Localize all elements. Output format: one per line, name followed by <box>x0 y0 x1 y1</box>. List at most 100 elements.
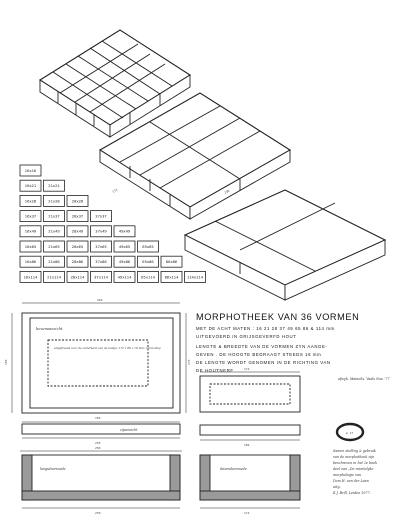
size-cell-label: 28x28 <box>72 198 84 203</box>
description-line-5: DE LENGTE WORDT GENOMEN IN DE RICHTING V… <box>196 360 331 365</box>
footer-line-7: uitg. <box>333 485 341 489</box>
iso-dim-depth: 172 <box>112 188 119 194</box>
size-cell-frame <box>137 240 159 253</box>
size-cell-label: 21x49 <box>48 229 60 234</box>
size-cell-label: 21x86 <box>48 259 60 264</box>
dim-right-side-1: 172 <box>244 367 250 371</box>
size-cell-frame <box>113 240 136 253</box>
size-cell-frame <box>19 240 42 253</box>
size-cell-label: 37x114 <box>94 274 108 279</box>
size-cell-frame <box>66 210 89 223</box>
size-cell-frame <box>19 194 42 207</box>
dim-left-height: 150 <box>4 359 8 365</box>
plan-note-box: uitgefreesd voor de onderkant van de kas… <box>54 346 161 350</box>
dim-side-height: 173 <box>187 359 191 365</box>
size-cell-label: 28x86 <box>72 259 84 264</box>
stamp-text: afwyk. Mamelis. Vaals Nov. '77 <box>338 377 391 381</box>
maker-stamp: afwyk. Mamelis. Vaals Nov. '77 <box>338 377 391 381</box>
size-cell-frame <box>137 255 159 268</box>
section-views-left: 150 zijaanzicht 230 250 langsdoorsnede 2… <box>20 416 182 515</box>
size-cell-label: 37x37 <box>95 214 106 219</box>
size-cell-frame <box>66 240 89 253</box>
size-cell-frame <box>19 225 42 238</box>
isometric-stack-middle <box>98 92 292 220</box>
size-cell-frame <box>66 194 89 207</box>
footer-line-4: deel van „De ruimtelyke <box>333 467 374 471</box>
side-view-label: zijaanzicht <box>119 428 138 432</box>
ring-detail: ø 17 <box>335 422 365 442</box>
page-title: MORPHOTHEEK VAN 36 VORMEN <box>196 312 359 322</box>
dim-top-overall: 240 <box>97 298 103 302</box>
size-cell-frame <box>137 270 159 283</box>
size-cell-label: 37x65 <box>95 244 106 249</box>
size-cell-label: 49x65 <box>119 244 130 249</box>
morphotheek-title-block: MORPHOTHEEK VAN 36 VORMEN MET DE ACHT MA… <box>196 312 359 373</box>
size-cell-label: 65x86 <box>142 259 154 264</box>
size-cell-frame <box>160 255 183 268</box>
size-cell-label: 16x65 <box>25 244 36 249</box>
size-cell-label: 49x49 <box>119 229 131 234</box>
size-cell-label: 65x114 <box>141 274 155 279</box>
size-cell-label: 16x16 <box>25 168 37 173</box>
description-line-4: GEVEN . DE HOOGTE BEDRAAGT STEEDS 16 mm <box>196 352 321 357</box>
size-cell-label: 16x114 <box>24 274 38 279</box>
size-cell-label: 28x49 <box>72 229 84 234</box>
size-cell-label: 16x28 <box>25 198 37 203</box>
size-cell-frame <box>90 225 112 238</box>
description-line-3: LENGTE & BREEDTE VAN DE VORMEN ZYN AANGE… <box>196 344 327 349</box>
size-cell-label: 21x21 <box>48 183 60 188</box>
dim-bottom-left-4: 230 <box>95 511 101 515</box>
long-section-label: langsdoorsnede <box>40 467 66 471</box>
size-cell-label: 37x49 <box>95 229 107 234</box>
size-cell-frame <box>90 210 112 223</box>
footer-line-6: Dom H. van der Laan <box>332 479 369 483</box>
size-cell-frame <box>113 255 136 268</box>
isometric-stack-top <box>38 29 192 138</box>
size-cell-frame <box>90 240 112 253</box>
size-cell-frame <box>66 255 89 268</box>
size-cell-frame <box>66 270 89 283</box>
size-cell-label: 16x86 <box>25 259 37 264</box>
size-cell-frame <box>160 270 183 283</box>
section-views-right: 172 182 dwarsdoorsnede 172 <box>199 367 301 515</box>
footer-line-3: beschreven in het 2e boek <box>333 461 377 465</box>
size-cell-frame <box>19 164 42 177</box>
size-cell-frame <box>90 270 112 283</box>
dim-bottom-left-3: 250 <box>95 446 101 450</box>
size-cell-label: 49x86 <box>119 259 131 264</box>
size-cell-frame <box>43 255 65 268</box>
size-cell-frame <box>43 225 65 238</box>
footer-note: Samen stelling & gebruik van de morphoth… <box>332 449 377 495</box>
size-cell-frame <box>43 270 65 283</box>
ring-label: ø 17 <box>346 431 353 435</box>
size-cell-label: 28x37 <box>72 214 83 219</box>
size-cell-frame <box>90 255 112 268</box>
plan-front-label: bovenaanzicht <box>36 327 63 331</box>
size-cell-label: 28x114 <box>71 274 85 279</box>
description-line-1: MET DE ACHT MATEN : 16 21 28 37 49 65 86… <box>196 326 335 331</box>
size-cell-frame <box>19 179 42 192</box>
plan-view: 240 bovenaanzicht uitgefreesd voor de on… <box>4 298 191 414</box>
iso-dim-length: 230 <box>224 189 231 195</box>
cross-section-label: dwarsdoorsnede <box>220 467 247 471</box>
size-cell-label: 49x114 <box>118 274 132 279</box>
size-cell-label: 16x21 <box>25 183 37 188</box>
size-cell-label: 65x65 <box>142 244 153 249</box>
footer-line-2: van de morphotheek zijn <box>333 455 374 459</box>
dim-bottom-left-2: 230 <box>95 441 101 445</box>
description-line-6: DE HOUTNERF <box>196 368 234 373</box>
size-cell-label: 21x114 <box>47 274 61 279</box>
size-cell-frame <box>43 210 65 223</box>
size-cell-label: 28x65 <box>72 244 83 249</box>
size-cell-frame <box>113 225 136 238</box>
size-cell-label: 86x114 <box>165 274 179 279</box>
footer-line-8: E.J. Brill, Leiden 1977. <box>332 491 371 495</box>
size-cell-label: 16x37 <box>25 214 36 219</box>
size-cell-label: 16x49 <box>25 229 37 234</box>
size-cell-label: 114x114 <box>187 274 204 279</box>
description-line-2: UITGEVOERD IN GRIJSGEVERFD HOUT <box>196 334 297 339</box>
size-cell-label: 21x65 <box>48 244 59 249</box>
size-cell-label: 37x86 <box>95 259 107 264</box>
size-cell-frame <box>19 210 42 223</box>
